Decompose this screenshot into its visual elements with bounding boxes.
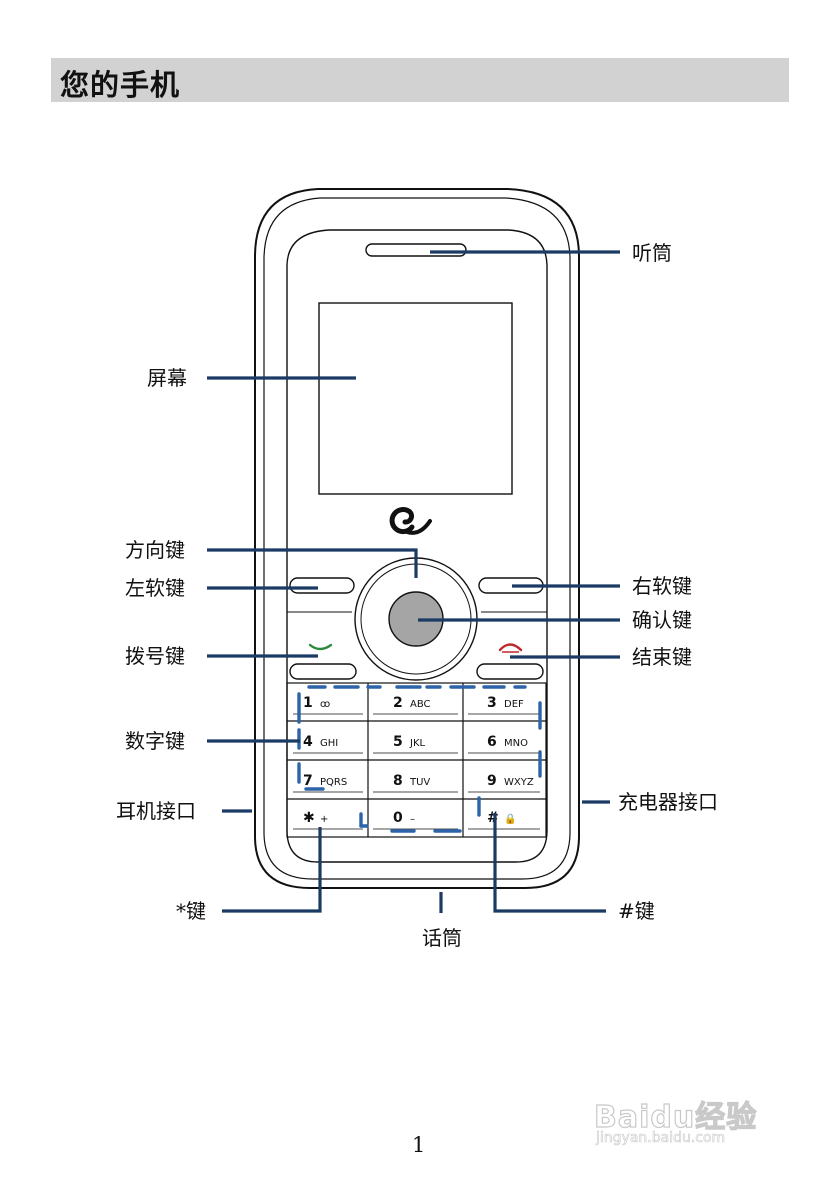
phone-body	[254, 188, 580, 889]
label-nav-key: 方向键	[125, 538, 185, 562]
dial-key[interactable]	[289, 643, 357, 680]
label-number-keys: 数字键	[125, 729, 185, 753]
key-4-digit[interactable]: 5	[393, 734, 403, 750]
key-2-letters: DEF	[504, 699, 524, 710]
key-7-digit[interactable]: 8	[393, 773, 403, 789]
key-0-letters: ꝏ	[320, 699, 330, 710]
title-bar: 您的手机	[51, 58, 789, 102]
label-microphone: 话筒	[422, 926, 462, 950]
key-6-digit[interactable]: 7	[303, 773, 313, 789]
label-end-key: 结束键	[632, 645, 692, 669]
key-1-letters: ABC	[410, 699, 431, 710]
page-number: 1	[412, 1133, 426, 1157]
label-right-soft-key: 右软键	[632, 574, 692, 598]
end-key[interactable]	[476, 643, 544, 680]
key-10-digit[interactable]: 0	[393, 810, 403, 826]
key-9-digit[interactable]: ✱	[303, 810, 315, 826]
key-11-digit[interactable]: #	[487, 810, 499, 826]
earpiece-slot	[365, 243, 467, 257]
key-7-letters: TUV	[409, 777, 430, 788]
key-3-digit[interactable]: 4	[303, 734, 313, 750]
screen	[318, 302, 513, 495]
left-soft-key[interactable]	[289, 577, 355, 594]
label-charger-port: 充电器接口	[618, 790, 718, 814]
key-5-letters: MNO	[504, 738, 528, 749]
label-left-soft-key: 左软键	[125, 576, 185, 600]
key-4-letters: JKL	[409, 738, 426, 749]
callout-lines	[207, 250, 620, 913]
key-2-digit[interactable]: 3	[487, 695, 497, 711]
key-5-digit[interactable]: 6	[487, 734, 497, 750]
key-8-letters: WXYZ	[504, 777, 534, 788]
key-10-letters: –	[410, 814, 415, 825]
key-8-digit[interactable]: 9	[487, 773, 497, 789]
page-title: 您的手机	[60, 68, 181, 102]
baidu-watermark: Baidu经验 jingyan.baidu.com	[593, 1075, 794, 1155]
key-3-letters: GHI	[320, 738, 338, 749]
label-screen: 屏幕	[147, 366, 187, 390]
key-9-letters: +	[320, 814, 328, 825]
label-headset-jack: 耳机接口	[116, 799, 196, 823]
key-0-digit[interactable]: 1	[303, 695, 313, 711]
watermark-main: Baidu经验	[593, 1099, 758, 1135]
watermark-sub: jingyan.baidu.com	[596, 1130, 726, 1147]
keypad-grid	[286, 682, 547, 838]
label-ok-key: 确认键	[632, 608, 692, 632]
key-1-digit[interactable]: 2	[393, 695, 403, 711]
brand-logo	[389, 507, 432, 535]
key-11-letters: 🔒	[504, 813, 516, 825]
number-key-highlight	[297, 685, 542, 833]
label-hash-key: #键	[618, 899, 655, 923]
key-6-letters: PQRS	[320, 777, 347, 788]
label-star-key: *键	[176, 899, 206, 923]
label-dial-key: 拨号键	[125, 644, 185, 668]
label-earpiece: 听筒	[632, 241, 672, 265]
